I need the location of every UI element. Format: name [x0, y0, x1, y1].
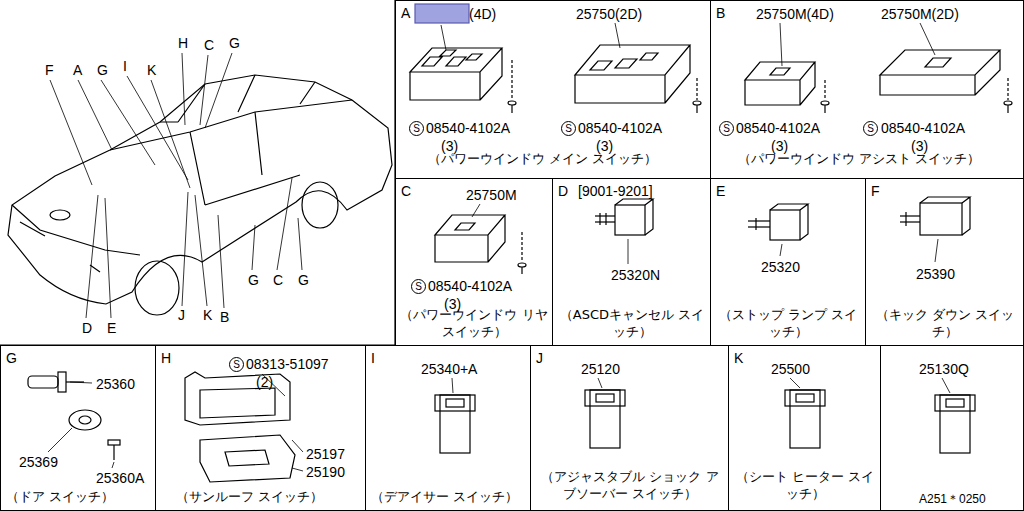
part-number: 25360A	[96, 470, 144, 486]
part-number: E	[716, 183, 725, 199]
circled-symbol: S	[409, 121, 424, 136]
parts-panel: E 25320 （ストップ ランプ スイッチ）	[710, 178, 866, 346]
parts-panel: 25130Q A251＊0250	[880, 345, 1024, 511]
part-number: 08540-4102A	[428, 278, 512, 294]
part-number: (4D)	[469, 6, 496, 22]
part-number: 25750M	[466, 187, 517, 203]
circled-symbol: S	[863, 121, 878, 136]
part-number: 25390	[916, 266, 955, 282]
part-caption: （キック ダウン スイッチ）	[870, 306, 1020, 340]
part-caption: （パワーウインドウ メイン スイッチ）	[428, 151, 657, 167]
car-drawing	[8, 75, 392, 315]
parts-panel: F 25390 （キック ダウン スイッチ）	[865, 178, 1024, 346]
part-number: 25750(2D)	[576, 6, 642, 22]
rocker-switch-drawing	[435, 378, 975, 453]
part-number: 08540-4102A	[736, 120, 820, 136]
part-number: 25500	[771, 361, 810, 377]
location-letter: J	[178, 307, 185, 323]
part-number: C	[401, 183, 411, 199]
part-number: F	[871, 183, 880, 199]
part-caption: （サンルーフ スイッチ）	[176, 489, 323, 505]
part-number: 25340+A	[421, 361, 477, 377]
part-number: A	[401, 5, 410, 21]
part-number: 25320N	[611, 267, 660, 283]
part-caption: （ASCDキャンセル スイッチ）	[557, 306, 707, 340]
location-letter: C	[273, 272, 283, 288]
parts-panel: C25750MS08540-4102A(3)（パワーウインドウ リヤ スイッチ）	[395, 178, 553, 346]
part-number: 25197	[306, 446, 345, 462]
location-letter: G	[229, 35, 240, 51]
circled-symbol: S	[561, 121, 576, 136]
part-number: 25120	[581, 361, 620, 377]
parts-panel: D [9001-9201] 25320N （ASCDキャンセル スイッチ）	[552, 178, 711, 346]
part-number: 08540-4102A	[578, 120, 662, 136]
part-number: J	[536, 350, 543, 366]
part-number: 08540-4102A	[881, 120, 965, 136]
part-number: 25190	[306, 464, 345, 480]
location-letter: I	[123, 58, 127, 74]
location-letter: G	[248, 272, 259, 288]
part-number: B	[716, 5, 725, 21]
part-number: K	[734, 350, 743, 366]
parts-panel: B25750M(4D)S08540-4102A(3)25750M(2D)S085…	[710, 0, 1024, 179]
location-letter: C	[204, 37, 214, 53]
circled-symbol: S	[229, 357, 244, 372]
part-number: 08313-51097	[246, 356, 329, 372]
part-caption: （パワーウインドウ リヤ スイッチ）	[399, 306, 549, 340]
highlight-box	[415, 4, 469, 23]
parts-panel: H S08313-51097 (2) 25197 25190 （サンルーフ スイッチ）	[155, 345, 366, 511]
part-number: I	[371, 350, 375, 366]
location-letter: G	[97, 62, 108, 78]
location-letter: E	[107, 320, 116, 336]
parts-panel: G 25360 25369 25360A （ドア スイッチ）	[0, 345, 156, 511]
part-caption: （アジャスタブル ショック アブソーバー スイッチ）	[535, 468, 725, 502]
location-letter: K	[147, 62, 156, 78]
location-letter: H	[178, 35, 188, 51]
part-number: G	[6, 350, 17, 366]
location-letter: A	[73, 62, 82, 78]
part-number: 25130Q	[919, 361, 969, 377]
location-letter: K	[203, 307, 212, 323]
location-letter: D	[82, 320, 92, 336]
part-number: (2)	[256, 374, 273, 390]
part-number: 25320	[761, 259, 800, 275]
part-number: 25750M(2D)	[881, 6, 959, 22]
leader-line	[50, 53, 302, 318]
parts-panel: A(4D)S08540-4102A(3)25750(2D)S08540-4102…	[395, 0, 711, 179]
switch-drawing	[435, 204, 526, 274]
location-letter: G	[298, 272, 309, 288]
part-number: D	[558, 183, 568, 199]
parts-panel: J 25120 （アジャスタブル ショック アブソーバー スイッチ）	[530, 345, 729, 511]
location-letter: F	[45, 62, 54, 78]
part-number: A251＊0250	[919, 491, 986, 507]
part-caption: （ストップ ランプ スイッチ）	[714, 306, 862, 340]
parts-panel: I 25340+A （デアイサー スイッチ）	[365, 345, 531, 511]
part-number: [9001-9201]	[578, 183, 653, 199]
part-number: 08540-4102A	[426, 120, 510, 136]
part-caption: （デアイサー スイッチ）	[371, 489, 518, 505]
part-caption: （シート ヒーター スイッチ）	[733, 468, 877, 502]
location-letter: B	[220, 309, 229, 325]
parts-panel: K 25500 （シート ヒーター スイッチ）	[728, 345, 881, 511]
part-caption: （パワーウインドウ アシスト スイッチ）	[738, 151, 980, 167]
switch-drawing	[410, 23, 701, 113]
sunroof-switch-drawing	[185, 372, 303, 482]
circled-symbol: S	[719, 121, 734, 136]
circled-symbol: S	[411, 279, 426, 294]
part-caption: （ドア スイッチ）	[6, 489, 114, 505]
part-number: 25750M(4D)	[756, 6, 834, 22]
switch-drawing	[745, 23, 1012, 113]
part-number: 25369	[19, 454, 58, 470]
switch-drawing	[595, 197, 970, 264]
part-number: H	[161, 350, 171, 366]
part-number: 25360	[96, 376, 135, 392]
